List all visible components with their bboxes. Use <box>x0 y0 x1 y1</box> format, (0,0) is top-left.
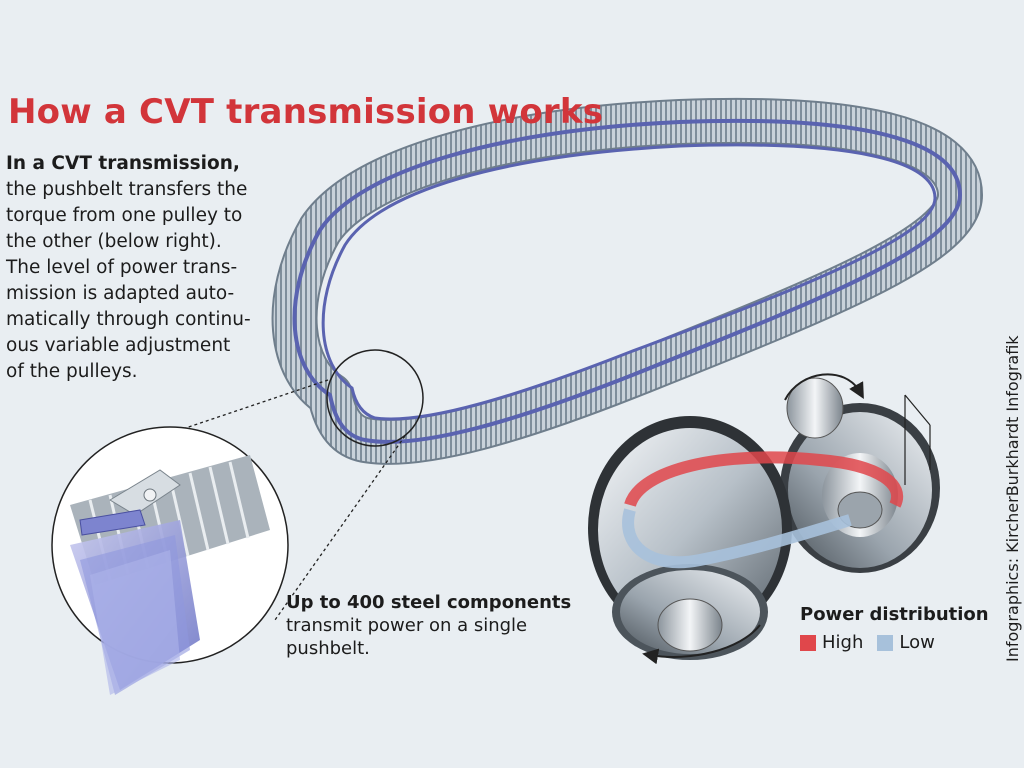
pushbelt-caption: Up to 400 steel components transmit powe… <box>286 591 586 660</box>
caption-line: pushbelt. <box>286 638 370 659</box>
intro-lead: In a CVT transmission, <box>6 153 240 174</box>
legend-title: Power distribution <box>800 604 989 625</box>
intro-line: The level of power trans- <box>6 257 238 278</box>
page-title: How a CVT transmission works <box>8 92 604 132</box>
intro-line: of the pulleys. <box>6 361 138 382</box>
zoom-circle-small <box>326 349 424 447</box>
legend-label-high: High <box>822 632 864 653</box>
intro-line: matically through continu- <box>6 309 251 330</box>
power-legend: Power distribution High Low <box>800 604 1000 653</box>
pulley-assembly <box>588 373 940 665</box>
legend-swatch-low <box>877 634 894 651</box>
legend-swatch-high <box>800 634 816 651</box>
credit-text: Infographics: KircherBurkhardt Infografi… <box>1003 335 1022 662</box>
pushbelt-loop <box>271 97 983 465</box>
intro-text: In a CVT transmission, the pushbelt tran… <box>6 151 276 385</box>
intro-line: the other (below right). <box>6 231 222 252</box>
zoom-line-bottom <box>274 435 406 621</box>
intro-line: torque from one pulley to <box>6 205 243 226</box>
legend-label-low: Low <box>899 632 935 653</box>
intro-line: the pushbelt transfers the <box>6 179 248 200</box>
intro-line: ous variable adjustment <box>6 335 231 356</box>
caption-line: transmit power on a single <box>286 615 528 636</box>
caption-headline: Up to 400 steel components <box>286 592 572 613</box>
pushbelt-detail <box>51 426 289 695</box>
legend-items: High Low <box>800 632 1000 653</box>
intro-line: mission is adapted auto- <box>6 283 235 304</box>
